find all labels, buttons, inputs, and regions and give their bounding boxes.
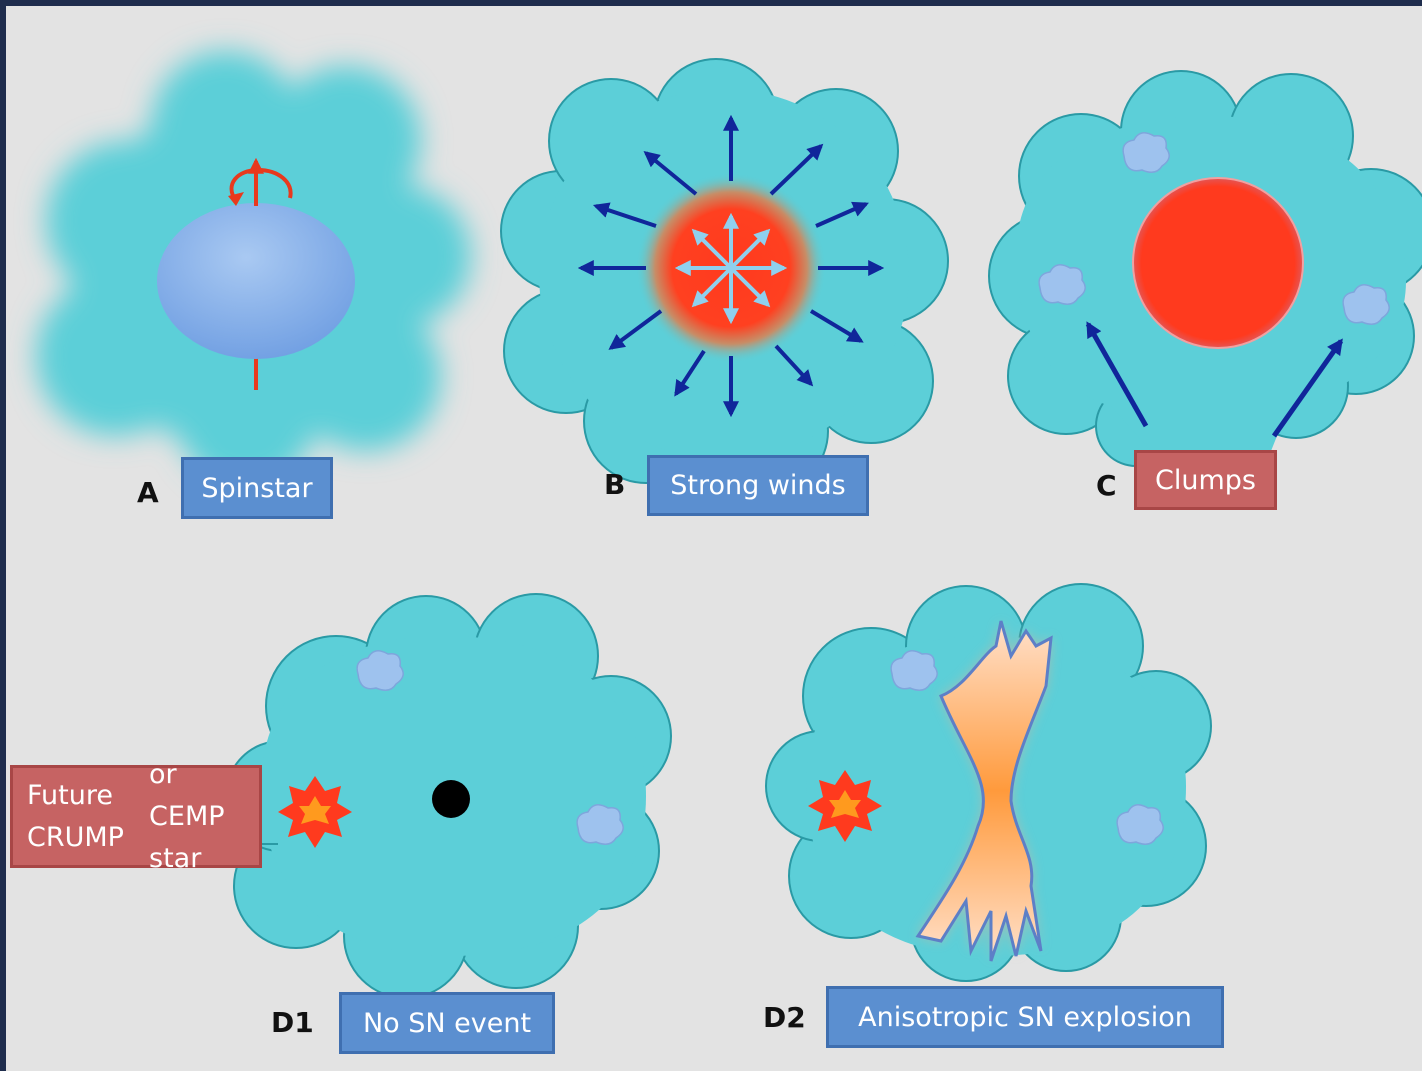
label-strong-winds: Strong winds [647,455,869,516]
label-future-crump-callout: Future CRUMP or CEMP star [10,765,262,868]
panel-letter-b: B [604,468,625,501]
black-hole-icon [432,780,470,818]
label-clumps: Clumps [1134,450,1277,510]
diagram-frame: A B C D1 D2 Spinstar Strong winds Clumps… [6,6,1422,1071]
exploding-star-core [1133,178,1303,348]
panel-letter-c: C [1096,469,1117,502]
label-no-sn-event: No SN event [339,992,555,1054]
diagram-canvas [6,6,1422,1071]
label-spinstar: Spinstar [181,457,333,519]
panel-letter-a: A [137,476,159,509]
panel-letter-d1: D1 [271,1006,314,1039]
callout-line-2: or CEMP star [149,754,259,880]
panel-letter-d2: D2 [763,1001,806,1034]
callout-line-1: Future CRUMP [27,775,149,859]
spinstar-body [157,203,355,359]
label-anisotropic-sn-explosion: Anisotropic SN explosion [826,986,1224,1048]
